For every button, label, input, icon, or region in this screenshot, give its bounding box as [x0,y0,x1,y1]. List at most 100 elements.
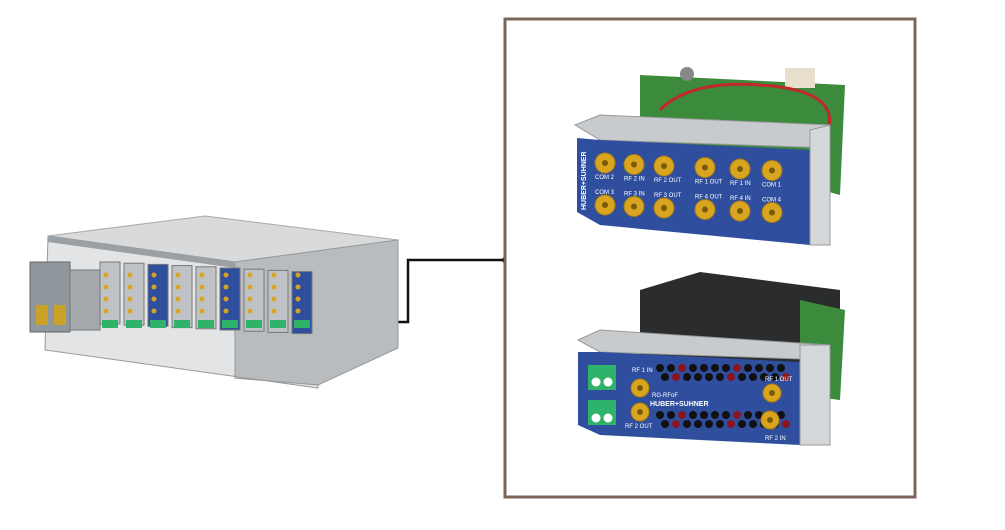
sma-connector-pin [637,385,643,391]
slot-fiber-port [102,320,118,328]
sma-connector-pin [769,209,775,216]
slot-connector [223,308,229,314]
vent-hole [672,420,680,428]
vent-hole [678,364,686,372]
vent-hole [661,373,669,381]
chassis-slot [243,268,265,332]
vent-hole [694,420,702,428]
vent-hole [749,373,757,381]
slot-connector [103,296,109,302]
sma-connector-pin [661,205,667,211]
vent-hole [749,420,757,428]
slot-connector [199,284,205,290]
vent-hole [777,364,785,372]
slot-connector [199,272,205,278]
slot-connector [151,284,157,290]
vent-hole [727,373,735,381]
vent-hole [705,420,713,428]
sma-connector-pin [702,164,708,171]
slot-fiber-port [270,320,286,328]
chassis-slot [99,261,121,325]
vent-hole [771,373,779,381]
vent-hole [705,373,713,381]
vent-hole [689,411,697,419]
slot-connector [247,284,253,290]
vent-hole [667,364,675,372]
port-label: RF 4 OUT [695,195,723,201]
slot-connector [103,284,109,290]
slot-connector [103,308,109,314]
brand-logo: HUBER+SUHNER [581,151,588,210]
port-label: COM 2 [595,175,615,181]
slot-connector [223,284,229,290]
chassis-image [29,215,399,389]
port-label: COM 3 [595,190,615,196]
port-label: RF 4 IN [730,196,751,202]
slot-connector [271,308,277,314]
sma-connector-pin [602,202,608,208]
slot-connector [247,272,253,278]
bottom-module-image: HUBER+SUHNER RG-RFoF RF 1 IN RF 1 OUT RF… [576,272,845,446]
port-label: COM 4 [762,198,782,204]
port-label: RF 3 OUT [654,193,682,199]
port-label: RF 2 IN [765,436,786,442]
vent-hole [722,364,730,372]
vent-hole [711,364,719,372]
sma-connector-pin [769,167,775,174]
vent-hole [738,373,746,381]
chassis-slot [123,262,145,326]
slot-fiber-port [150,320,166,328]
sma-connector-pin [637,409,643,415]
slot-connector [271,284,277,290]
vent-hole [744,411,752,419]
vent-hole [760,373,768,381]
sma-connector-pin [661,163,667,169]
port-label: RF 1 OUT [695,180,723,186]
slot-connector [175,272,181,278]
slot-connector [175,296,181,302]
slot-connector [127,296,133,302]
vent-hole [766,364,774,372]
vent-hole [738,420,746,428]
vent-hole [678,411,686,419]
vent-hole [694,373,702,381]
slot-connector [295,272,301,278]
vent-hole [672,373,680,381]
port-label: RF 1 IN [730,181,751,187]
slot-connector [151,296,157,302]
sma-connector-pin [769,390,775,396]
slot-connector [175,308,181,314]
slot-connector [127,272,133,278]
slot-fiber-port [198,320,214,328]
vent-hole [782,373,790,381]
chassis-slot [147,263,169,327]
port-label: RF 1 OUT [765,377,793,383]
slot-fiber-port [126,320,142,328]
slot-connector [295,284,301,290]
vent-hole [755,364,763,372]
vent-hole [683,420,691,428]
slot-connector [103,272,109,278]
vent-hole [716,420,724,428]
vent-hole [700,411,708,419]
vent-hole [716,373,724,381]
sma-connector-pin [631,161,637,168]
port-label: RF 2 IN [624,177,645,183]
port-label: COM 1 [762,183,782,189]
chassis-slot [219,267,241,331]
vent-hole [727,420,735,428]
vent-hole [683,373,691,381]
vent-hole [656,411,664,419]
vent-hole [656,364,664,372]
sma-connector-pin [602,160,608,166]
vent-hole [733,411,741,419]
slot-fiber-port [294,320,310,328]
slot-connector [199,308,205,314]
chassis-slot [195,266,217,330]
slot-connector [295,308,301,314]
brand-logo-bottom: HUBER+SUHNER [650,401,709,408]
sma-connector-pin [737,166,743,172]
vent-hole [661,420,669,428]
